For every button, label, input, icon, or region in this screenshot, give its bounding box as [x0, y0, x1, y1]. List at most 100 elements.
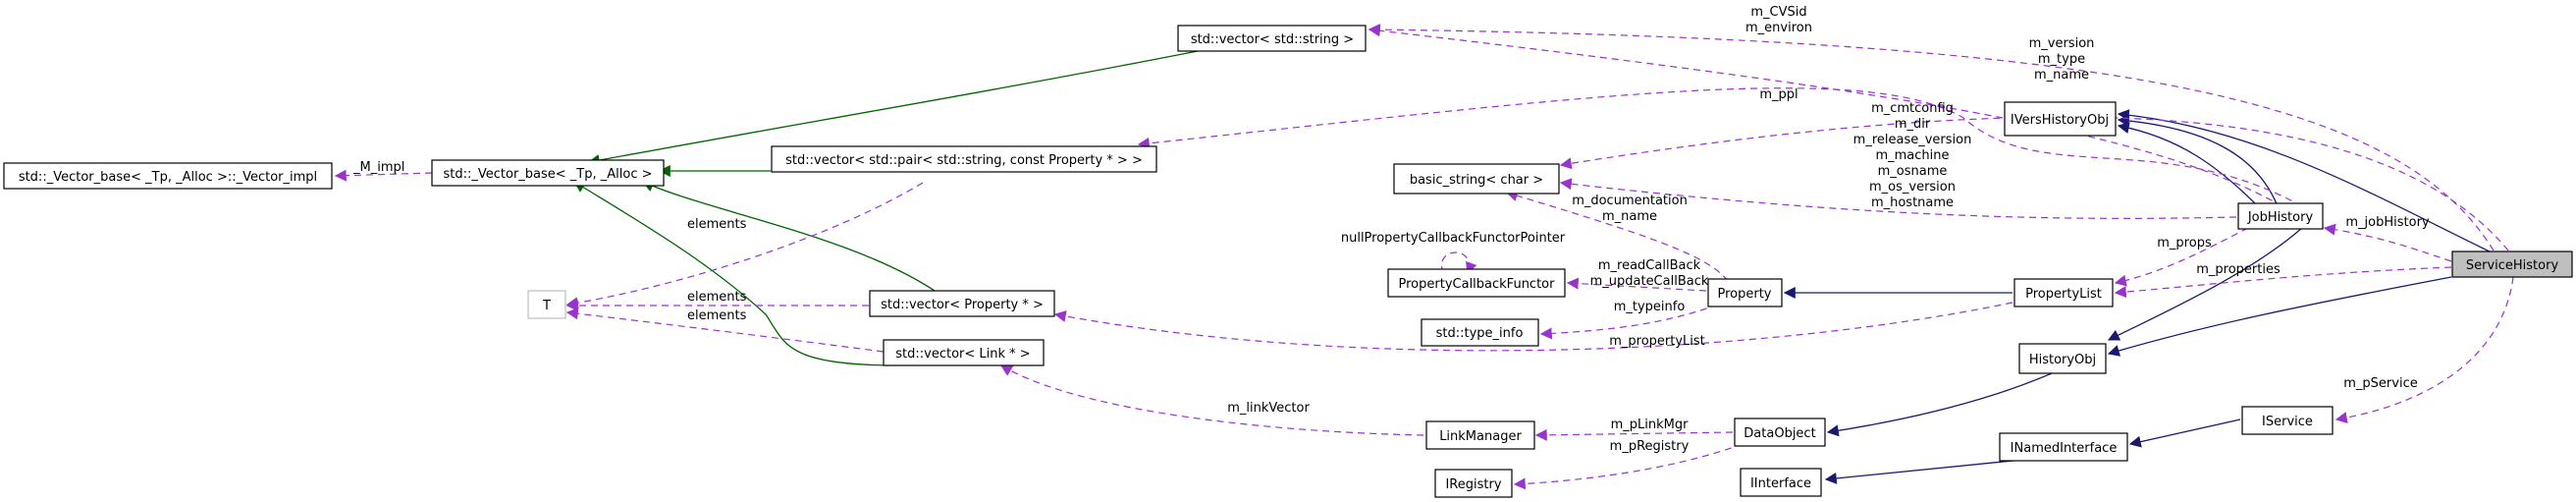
node-vector-link[interactable]: std::vector< Link * >	[883, 339, 1045, 366]
svg-text:IInterface: IInterface	[1750, 476, 1811, 491]
edge-data-object-to-link-manager	[1534, 428, 1734, 441]
label-m-linkvector: m_linkVector	[1227, 401, 1310, 416]
node-vector-string[interactable]: std::vector< std::string >	[1177, 25, 1367, 52]
label-m-jobhistory: m_jobHistory	[2345, 215, 2430, 230]
svg-text:IRegistry: IRegistry	[1445, 477, 1501, 492]
edge-service-history-to-history-obj	[2107, 276, 2452, 357]
svg-text:std::type_info: std::type_info	[1436, 326, 1524, 341]
svg-text:INamedInterface: INamedInterface	[2011, 441, 2118, 456]
node-template-param-t[interactable]: T	[527, 290, 566, 319]
edge-vector-string-to-vector-base	[587, 50, 1199, 166]
node-iversshistory-obj[interactable]: IVersHistoryObj	[2004, 101, 2117, 137]
label-m-props: m_props	[2157, 236, 2212, 251]
edge-job-history-to-basic-string	[1559, 178, 2237, 219]
svg-text:PropertyList: PropertyList	[2025, 287, 2102, 302]
node-basic-string[interactable]: basic_string< char >	[1393, 163, 1560, 195]
node-service-history[interactable]: ServiceHistory	[2451, 251, 2573, 278]
edge-job-history-to-iversshistory-obj	[2117, 122, 2259, 207]
svg-text:IService: IService	[2262, 415, 2313, 429]
node-iregistry[interactable]: IRegistry	[1434, 469, 1513, 498]
node-job-history[interactable]: JobHistory	[2237, 202, 2324, 230]
label-m-pregistry: m_pRegistry	[1610, 439, 1690, 454]
label-m-name-property: m_name	[1602, 209, 1657, 224]
svg-text:std::_Vector_base< _Tp, _Alloc: std::_Vector_base< _Tp, _Alloc >::_Vecto…	[19, 170, 317, 185]
edge-job-history-to-property-list	[2114, 227, 2249, 287]
label-m-impl: _M_impl	[352, 160, 404, 175]
edge-service-history-to-property-list	[2114, 266, 2452, 299]
label-m-machine: m_machine	[1875, 148, 1949, 163]
node-vector-base-impl[interactable]: std::_Vector_base< _Tp, _Alloc >::_Vecto…	[3, 162, 333, 190]
edge-service-history-to-basic-string	[1559, 116, 2509, 251]
node-iservice[interactable]: IService	[2241, 406, 2334, 435]
label-m-cvsid: m_CVSid	[1750, 5, 1806, 20]
label-m-type: m_type	[2038, 52, 2085, 67]
label-elements-link: elements	[687, 308, 747, 323]
edge-vector-link-to-t	[565, 307, 885, 353]
edge-history-obj-to-data-object	[1826, 372, 2053, 437]
node-vector-base[interactable]: std::_Vector_base< _Tp, _Alloc >	[431, 159, 665, 187]
label-m-readcallback: m_readCallBack	[1598, 258, 1701, 273]
edge-service-history-to-iversshistory-obj	[2117, 109, 2495, 254]
node-vector-pair[interactable]: std::vector< std::pair< std::string, con…	[771, 145, 1157, 173]
label-m-hostname: m_hostname	[1871, 195, 1954, 210]
edge-vector-property-to-vector-base	[641, 181, 939, 294]
svg-text:PropertyCallbackFunctor: PropertyCallbackFunctor	[1399, 277, 1556, 292]
svg-text:std::vector< Property * >: std::vector< Property * >	[881, 298, 1044, 312]
edge-job-history-to-vector-pair	[1137, 87, 2303, 207]
edge-vector-pair-to-t	[565, 182, 924, 309]
label-m-cmtconfig: m_cmtconfig	[1871, 101, 1954, 116]
svg-text:std::vector< Link * >: std::vector< Link * >	[895, 347, 1030, 362]
edge-job-history-to-history-obj	[2107, 227, 2303, 341]
edge-property-to-basic-string	[1505, 190, 1729, 282]
svg-text:std::vector< std::pair< std::s: std::vector< std::pair< std::string, con…	[785, 153, 1143, 168]
label-elements-pair: elements	[687, 217, 747, 232]
label-m-name: m_name	[2034, 68, 2089, 83]
label-m-environ: m_environ	[1745, 21, 1812, 35]
edge-property-to-type-info	[1539, 304, 1719, 340]
label-elements-property: elements	[687, 290, 747, 305]
svg-text:ServiceHistory: ServiceHistory	[2466, 258, 2559, 273]
node-inamed-interface[interactable]: INamedInterface	[1999, 432, 2128, 462]
svg-text:T: T	[542, 299, 551, 313]
node-iinterface[interactable]: IInterface	[1740, 468, 1822, 497]
node-vector-property[interactable]: std::vector< Property * >	[869, 290, 1055, 317]
edge-job-history-to-iversshistory-obj-2	[2117, 114, 2279, 207]
node-history-obj[interactable]: HistoryObj	[2018, 343, 2107, 374]
svg-text:std::vector< std::string >: std::vector< std::string >	[1191, 32, 1354, 47]
label-m-updatecallback: m_updateCallBack	[1590, 274, 1709, 289]
edge-job-history-to-vector-string	[1368, 25, 2283, 207]
label-m-plinkmgr: m_pLinkMgr	[1611, 418, 1690, 432]
svg-text:Property: Property	[1717, 287, 1771, 302]
label-m-version: m_version	[2029, 36, 2095, 51]
edge-iservice-to-inamed-interface	[2128, 418, 2241, 448]
label-m-dir: m_dir	[1895, 117, 1931, 132]
edge-callback-self-loop	[1440, 251, 1477, 275]
svg-text:IVersHistoryObj: IVersHistoryObj	[2011, 113, 2109, 128]
edge-link-manager-to-vector-link	[999, 364, 1424, 436]
label-m-pservice: m_pService	[2343, 376, 2417, 391]
edge-vector-base-to-impl	[334, 169, 433, 182]
node-data-object[interactable]: DataObject	[1734, 418, 1826, 447]
svg-text:basic_string< char >: basic_string< char >	[1410, 173, 1543, 188]
edge-property-list-to-vector-property	[1053, 302, 2013, 352]
svg-text:LinkManager: LinkManager	[1439, 429, 1522, 444]
label-m-release-version: m_release_version	[1853, 133, 1972, 147]
svg-text:DataObject: DataObject	[1744, 426, 1815, 441]
edge-vector-link-to-vector-base	[572, 181, 889, 366]
label-m-documentation: m_documentation	[1572, 194, 1688, 208]
edge-service-history-to-vector-string	[1368, 24, 2495, 251]
node-link-manager[interactable]: LinkManager	[1425, 420, 1535, 450]
svg-text:JobHistory: JobHistory	[2247, 210, 2314, 225]
node-property-list[interactable]: PropertyList	[2013, 278, 2114, 307]
svg-text:std::_Vector_base< _Tp, _Alloc: std::_Vector_base< _Tp, _Alloc >	[443, 167, 652, 182]
label-null-callback: nullPropertyCallbackFunctorPointer	[1341, 231, 1566, 246]
node-property[interactable]: Property	[1707, 278, 1783, 307]
svg-text:HistoryObj: HistoryObj	[2029, 353, 2096, 367]
node-property-callback-functor[interactable]: PropertyCallbackFunctor	[1387, 268, 1566, 298]
label-m-propertylist: m_propertyList	[1609, 334, 1705, 349]
label-m-typeinfo: m_typeinfo	[1614, 300, 1686, 314]
node-type-info[interactable]: std::type_info	[1421, 318, 1539, 347]
label-m-osname: m_osname	[1878, 164, 1948, 179]
label-m-os-version: m_os_version	[1869, 180, 1956, 195]
